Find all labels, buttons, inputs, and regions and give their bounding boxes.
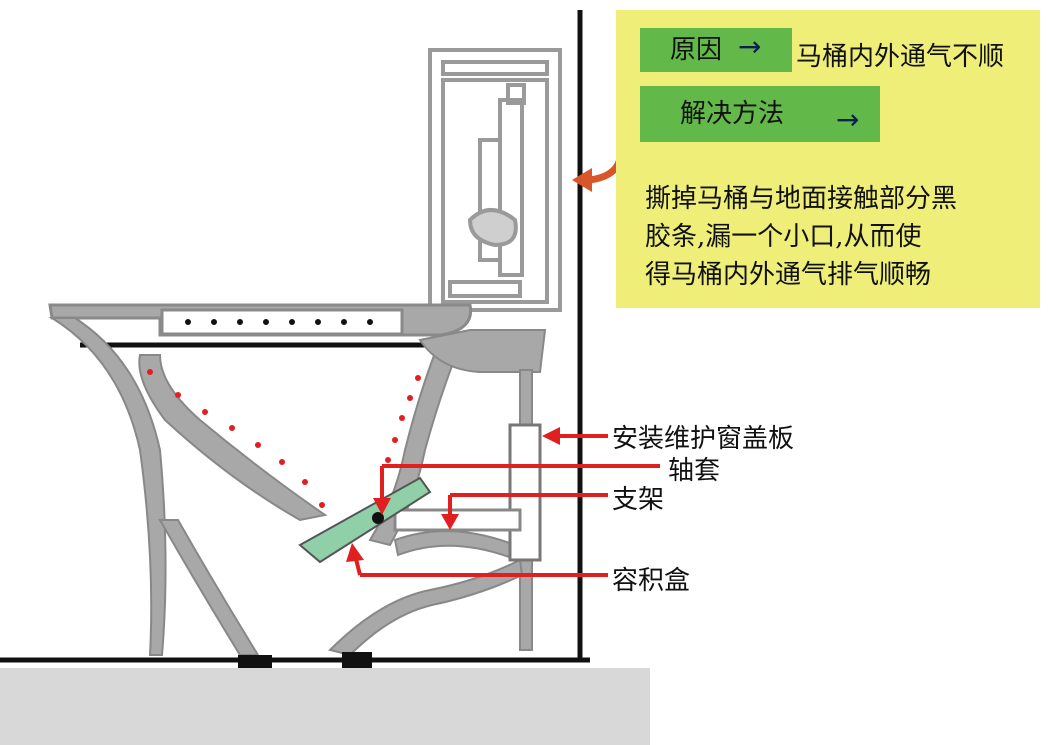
cause-label: 原因 <box>670 29 722 71</box>
cover-plate <box>510 425 540 560</box>
label-bushing: 轴套 <box>668 450 720 487</box>
cause-arrow: → <box>738 26 761 68</box>
bracket-frame <box>395 510 520 530</box>
cause-text: 马桶内外通气不顺 <box>796 36 1004 73</box>
label-volume-box: 容积盒 <box>612 560 690 597</box>
floor-pad-left <box>238 655 272 668</box>
solution-line: 得马桶内外通气排气顺畅 <box>645 256 1025 294</box>
solution-arrow: → <box>836 92 859 148</box>
solution-line: 撕掉马桶与地面接触部分黑 <box>645 180 1025 218</box>
floor-slab <box>0 668 650 745</box>
solution-label: 解决方法 <box>680 86 784 142</box>
solution-box: 解决方法 → <box>640 86 880 142</box>
solution-text: 撕掉马桶与地面接触部分黑 胶条,漏一个小口,从而使 得马桶内外通气排气顺畅 <box>645 180 1025 294</box>
ceramic-body <box>52 318 545 655</box>
label-bracket: 支架 <box>612 479 664 516</box>
floor-pad-right <box>342 652 372 668</box>
solution-line: 胶条,漏一个小口,从而使 <box>645 218 1025 256</box>
cause-box: 原因 → <box>640 28 792 72</box>
tank <box>430 50 560 310</box>
seat-rim <box>50 305 471 345</box>
